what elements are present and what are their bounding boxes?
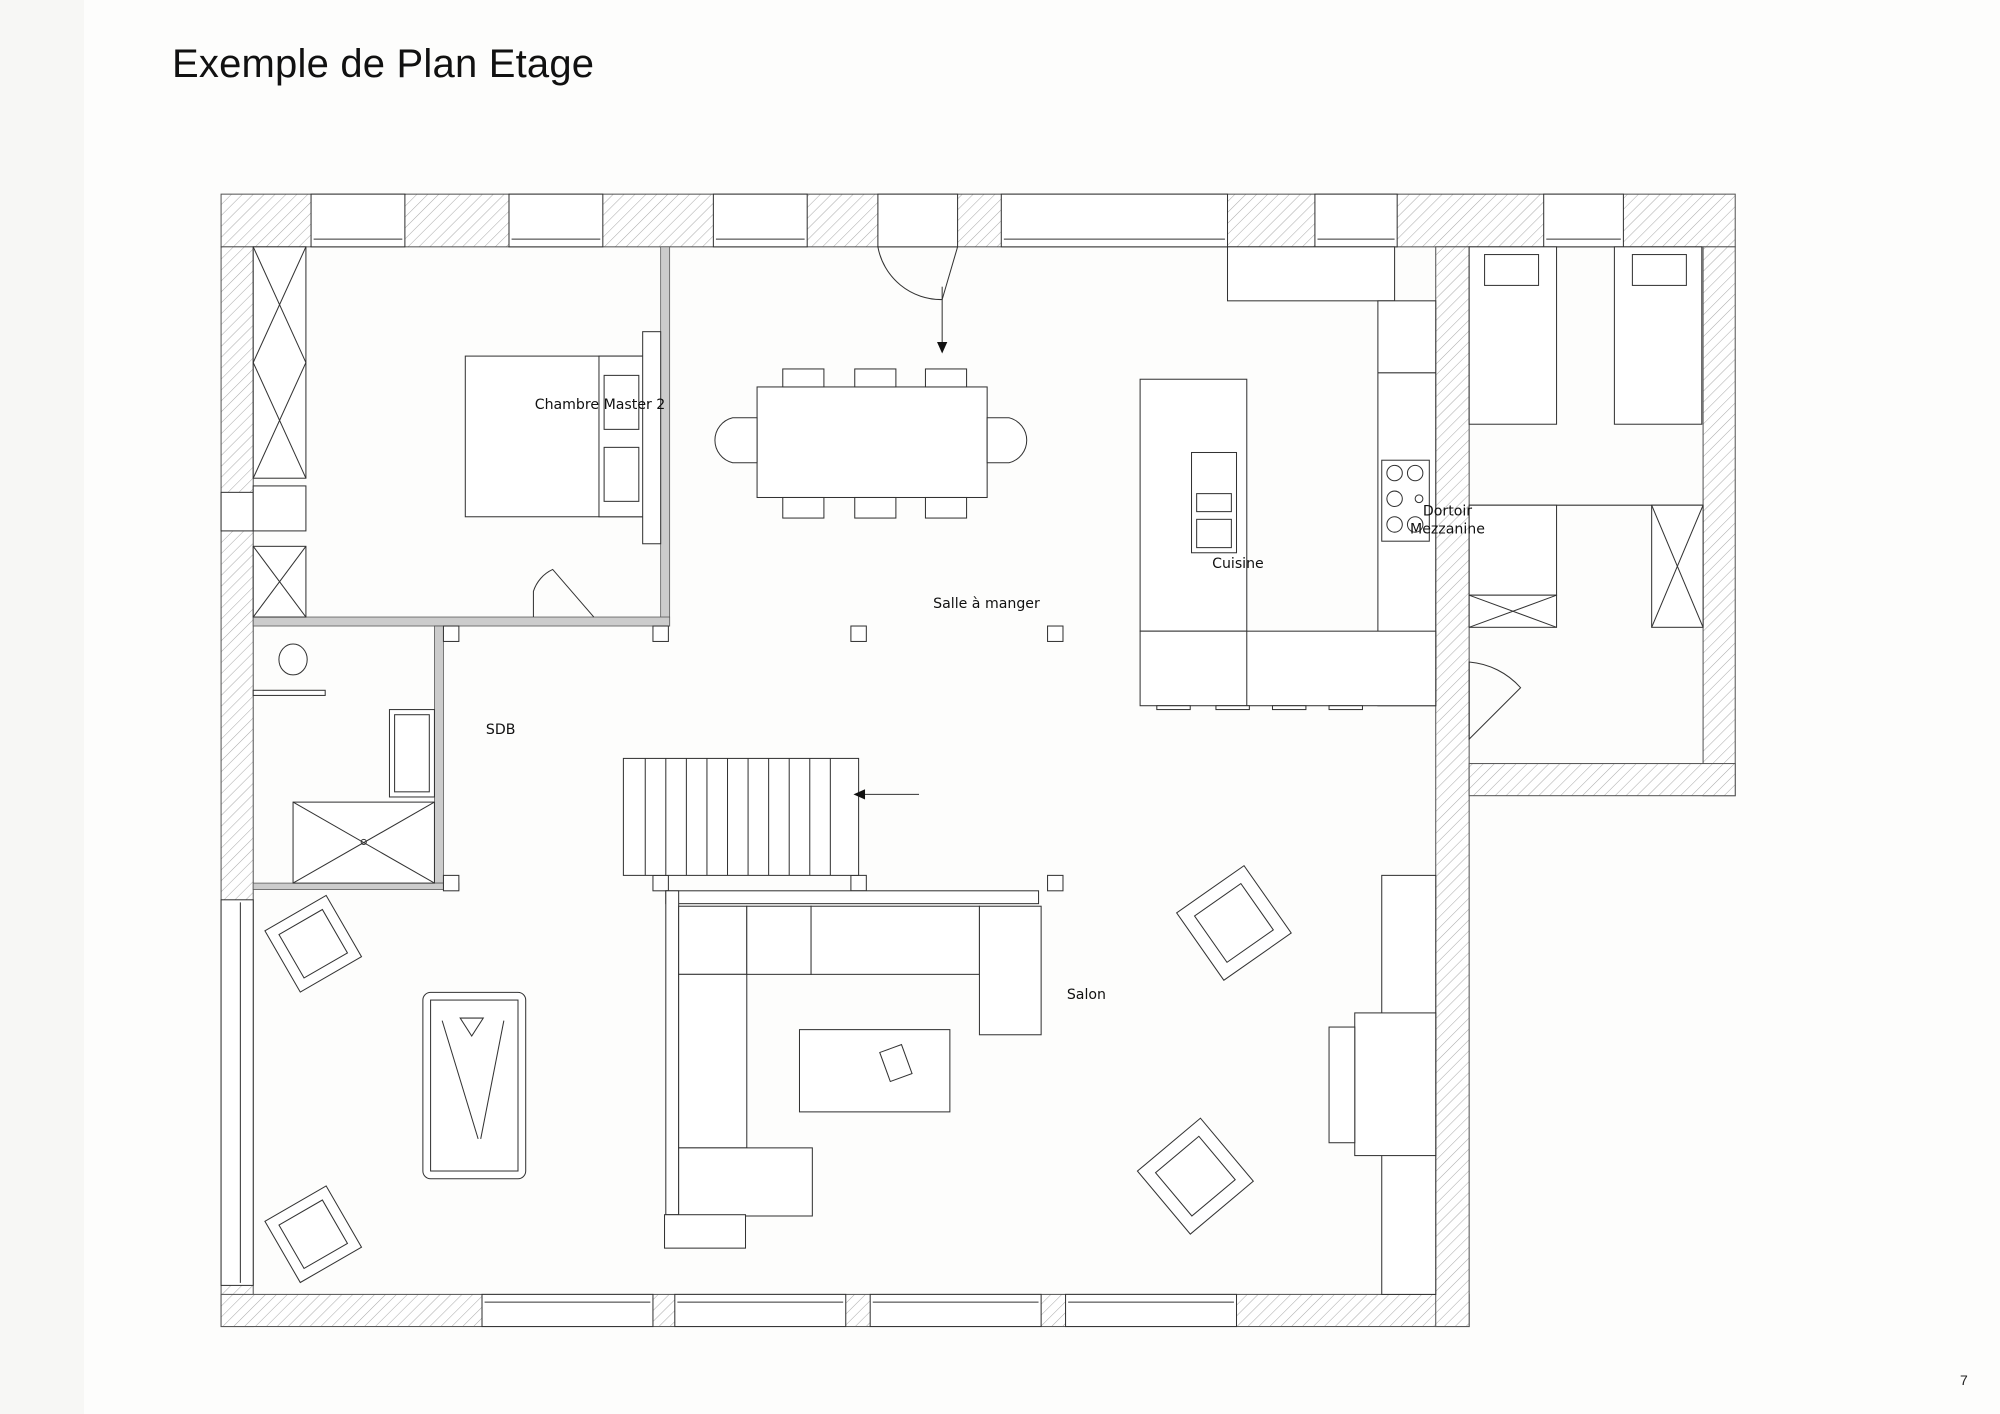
dining-table — [714, 368, 1028, 519]
room-label-salon: Salon — [1067, 987, 1106, 1003]
room-label-chambre: Chambre Master 2 — [535, 397, 666, 413]
room-label-dortoir: Dortoir — [1423, 503, 1472, 519]
room-label-salle-a-manger: Salle à manger — [933, 596, 1040, 612]
page-number: 7 — [1960, 1372, 1968, 1388]
room-label-sdb: SDB — [486, 722, 516, 738]
staircase — [622, 757, 920, 876]
dortoir-furniture — [1468, 246, 1704, 741]
bedroom-furniture — [252, 246, 662, 618]
windows — [220, 193, 1624, 1328]
room-label-mezzanine: Mezzanine — [1410, 521, 1485, 537]
bathroom-fixtures — [252, 643, 435, 884]
room-label-cuisine: Cuisine — [1212, 556, 1264, 572]
page-title: Exemple de Plan Etage — [172, 42, 595, 86]
entrance-door — [877, 246, 959, 301]
kitchen — [1139, 246, 1437, 711]
columns — [442, 625, 1064, 892]
salon-furniture — [264, 864, 1437, 1295]
interior-walls — [252, 246, 671, 890]
arrow-icon — [937, 286, 948, 354]
